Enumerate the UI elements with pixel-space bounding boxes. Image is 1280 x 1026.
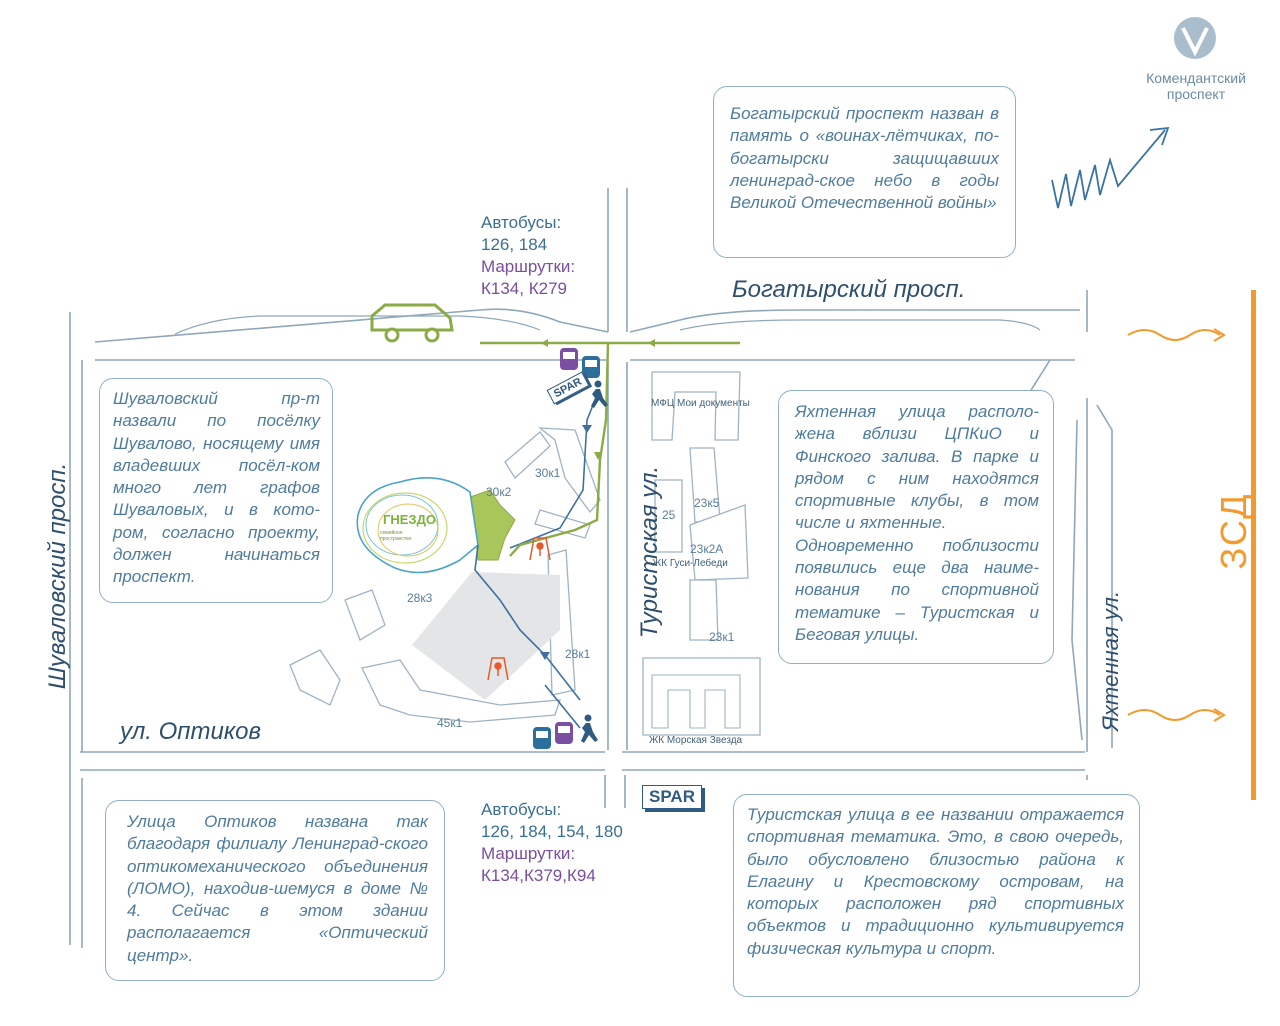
nest-bubble [356,476,479,574]
pedestrian-icon-bottom [581,714,598,743]
building-23k5 [689,447,721,523]
label-morskaya-zvezda: ЖК Морская Звезда [649,735,743,746]
building-label-23k1: 23к1 [709,630,735,644]
building-label-30k1: 30к1 [535,466,561,480]
building-30k1 [538,427,601,514]
bus-title-bottom: Автобусы: [481,800,562,819]
playground-icon-1 [529,537,551,561]
building-morskaya [642,657,761,736]
street-turistskaya: Туристская ул. [636,465,663,639]
bus-title-top: Автобусы: [481,213,562,232]
zsd-label: ЗСД [1213,492,1254,570]
building-label-25: 25 [662,508,676,522]
building-30k1-wing [504,431,551,480]
transport-top: Автобусы: 126, 184 Маршрутки: К134, К279 [481,212,575,300]
note-shuvalovsky: Шуваловский пр-т назвали по посёлку Шува… [99,378,333,603]
metro-logo-icon [1174,17,1216,59]
direction-arrow-icon [1051,126,1170,209]
building-23k1 [689,579,719,641]
walking-route [474,399,596,729]
building-label-45k1: 45к1 [437,716,463,730]
building-label-28k3: 28к3 [407,591,433,605]
building-mfc [651,371,741,441]
building-label-28k1: 28к1 [565,647,591,661]
bus-stop-icon-bottom [533,722,573,749]
zsd-arrow-bottom [1127,708,1226,722]
transport-bottom: Автобусы: 126, 184, 154, 180 Маршрутки: … [481,799,623,887]
building-28k3-a [344,589,386,641]
playground-icon-2 [487,657,509,681]
label-mfc: МФЦ Мои документы [651,398,750,409]
building-23k2a [689,504,749,581]
minibus-title-bottom: Маршрутки: [481,844,576,863]
note-optikov: Улица Оптиков названа так благодаря фили… [105,800,445,981]
street-optikov: ул. Оптиков [120,718,262,745]
bus-routes-bottom: 126, 184, 154, 180 [481,822,623,841]
street-yakhtennaya: Яхтенная ул. [1098,590,1123,732]
note-yakhtennaya: Яхтенная улица располо-жена вблизи ЦПКиО… [778,390,1054,664]
spar-store-bottom: SPAR [642,785,702,809]
playground-area [412,572,560,700]
note-bogatyrsky: Богатырский проспект назван в память о «… [713,86,1016,258]
car-icon [370,303,454,343]
minibus-title-top: Маршрутки: [481,257,576,276]
nest-logo-title: ГНЕЗДО [383,512,436,527]
building-label-30k2: 30к2 [486,485,512,499]
building-label-23k2a: 23к2А [690,542,724,556]
bus-stop-icon-top [560,348,600,378]
building-28k3-b [289,649,341,706]
roads [69,188,1113,948]
zsd-highway [1251,290,1256,800]
minibus-routes-bottom: К134,К379,К94 [481,866,596,885]
zsd-arrow-top [1127,328,1226,342]
building-45k1 [361,659,561,723]
car-route [480,341,740,557]
street-bogatyrsky: Богатырский просп. [732,276,966,303]
building-25 [654,479,683,553]
building-label-23k5: 23к5 [694,496,720,510]
label-gusi-lebedi: ЖК Гуси-Лебеди [652,558,728,569]
bus-routes-top: 126, 184 [481,235,548,254]
street-shuvalovsky: Шуваловский просп. [44,462,71,690]
minibus-routes-top: К134, К279 [481,279,567,298]
note-turistskaya: Туристская улица в ее названии отражаетс… [733,794,1140,997]
pedestrian-icon-top [591,380,608,408]
